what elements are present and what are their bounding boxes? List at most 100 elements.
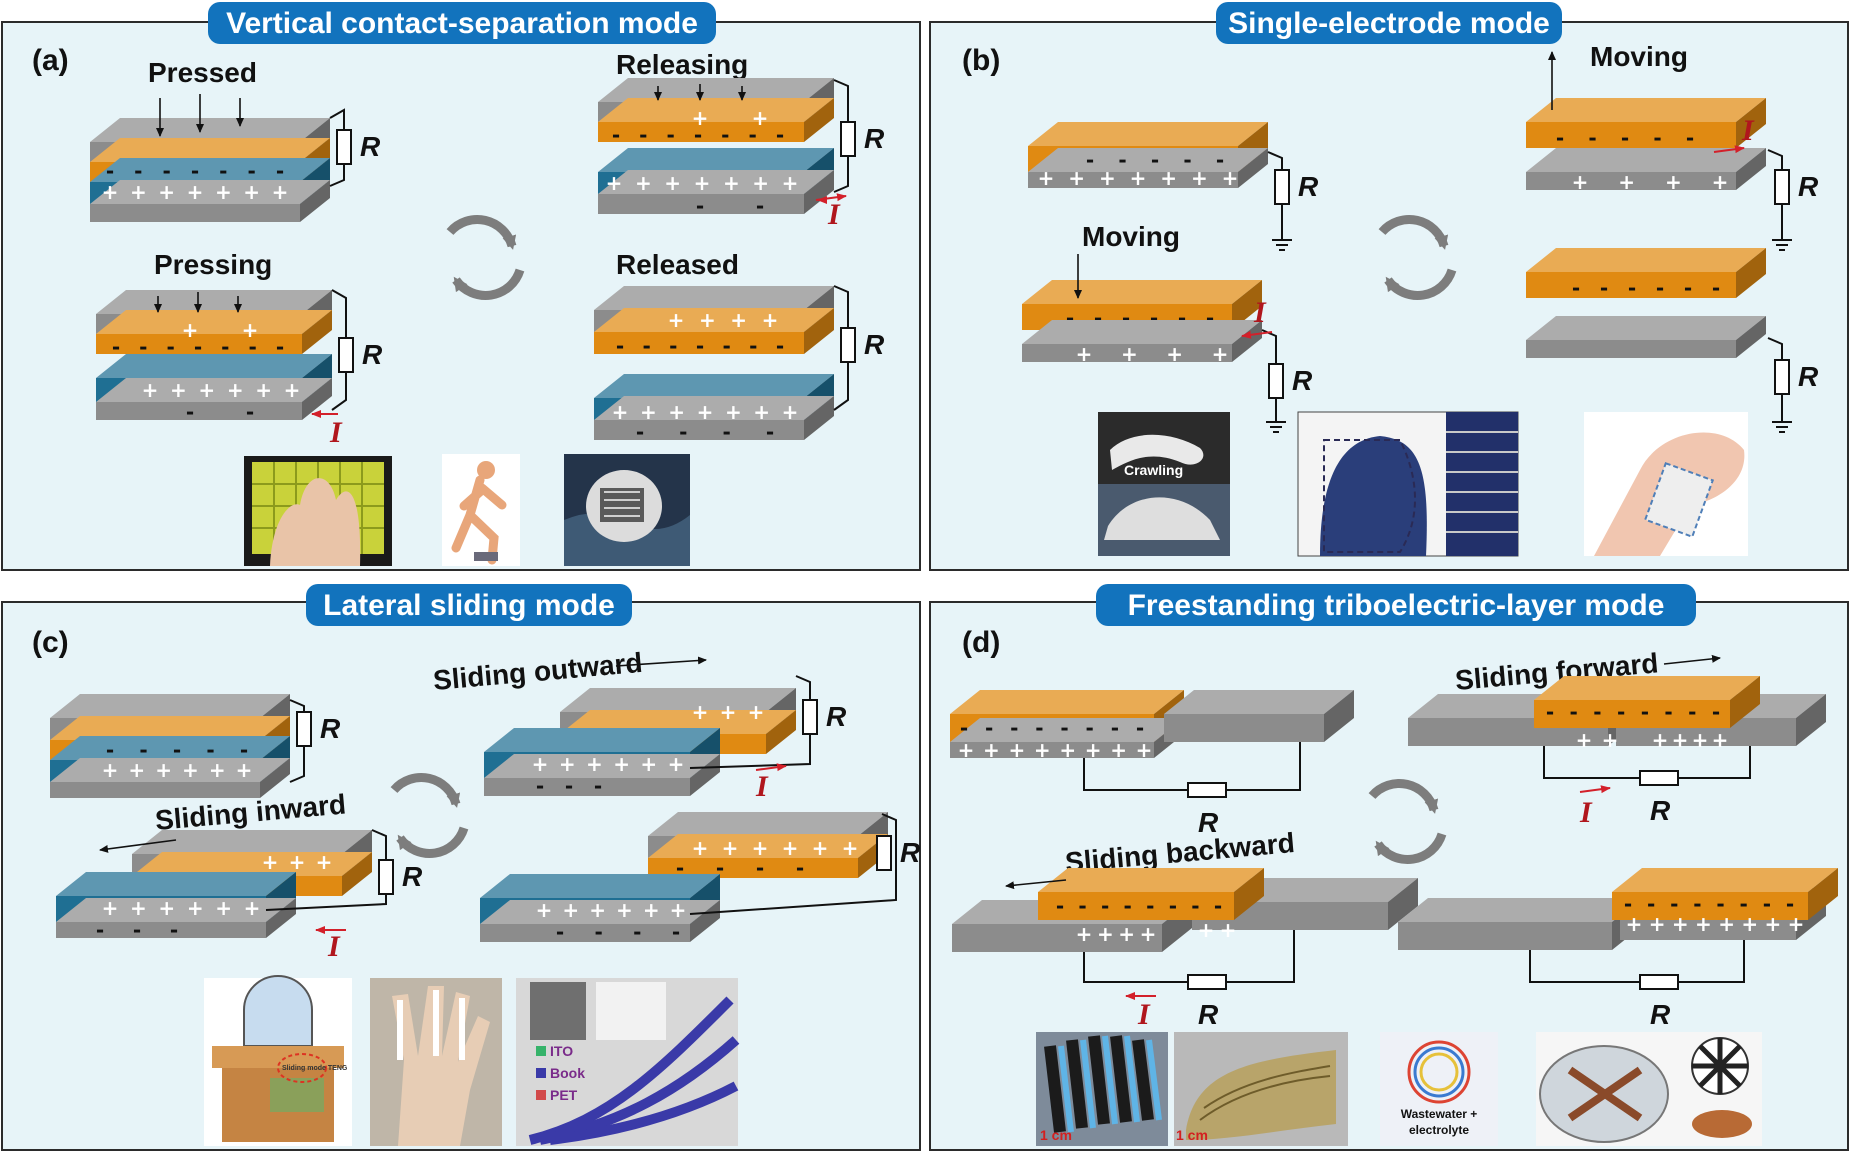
svg-text:-: - xyxy=(1111,716,1119,740)
svg-text:+: + xyxy=(559,752,576,776)
photo-keyboard xyxy=(244,456,392,566)
svg-text:-: - xyxy=(1716,892,1724,916)
svg-text:-: - xyxy=(643,334,651,358)
svg-text:+: + xyxy=(1572,170,1589,194)
current-arrow xyxy=(1241,330,1273,339)
svg-text:-: - xyxy=(633,920,641,944)
svg-text:-: - xyxy=(756,856,764,880)
svg-text:-: - xyxy=(276,335,284,359)
released-top-film xyxy=(594,308,834,354)
svg-text:+: + xyxy=(1576,728,1593,752)
svg-text:+: + xyxy=(1136,738,1153,762)
resistor-icon xyxy=(876,835,892,871)
svg-text:+: + xyxy=(762,308,779,332)
svg-text:-: - xyxy=(594,774,602,798)
svg-text:+: + xyxy=(236,758,253,782)
c4-neg: ---- xyxy=(676,856,804,880)
resistor-icon xyxy=(802,699,818,735)
svg-text:+: + xyxy=(187,180,204,204)
svg-text:-: - xyxy=(1670,892,1678,916)
svg-text:+: + xyxy=(182,758,199,782)
svg-text:-: - xyxy=(1628,276,1636,300)
pressed-neg-charges: ------- xyxy=(106,159,284,183)
resistor-label: R xyxy=(1650,999,1671,1030)
d4-neg: -------- xyxy=(1624,892,1794,916)
panel-c-title: Lateral sliding mode xyxy=(323,589,615,622)
cycle-arrows-icon-b xyxy=(1378,215,1457,300)
resistor-icon xyxy=(378,859,394,895)
panel-d-letter: (d) xyxy=(962,626,1000,659)
svg-text:+: + xyxy=(130,896,147,920)
resistor-icon xyxy=(1774,169,1790,205)
svg-text:+: + xyxy=(692,700,709,724)
svg-text:+: + xyxy=(142,378,159,402)
svg-text:-: - xyxy=(1086,148,1094,172)
svg-text:-: - xyxy=(1593,700,1601,724)
svg-text:-: - xyxy=(1010,716,1018,740)
svg-text:+: + xyxy=(1602,728,1619,752)
current-label: I xyxy=(827,198,841,231)
b2-neg: ----- xyxy=(1556,126,1694,150)
resistor-label: R xyxy=(1292,365,1313,396)
resistor-label: R xyxy=(864,123,885,154)
svg-text:+: + xyxy=(1672,912,1689,936)
svg-text:+: + xyxy=(158,896,175,920)
electrolyte-label: electrolyte xyxy=(1409,1123,1469,1137)
panel-b-letter: (b) xyxy=(962,44,1000,77)
svg-text:+: + xyxy=(694,171,711,195)
svg-text:+: + xyxy=(316,850,333,874)
svg-text:-: - xyxy=(749,334,757,358)
svg-text:+: + xyxy=(102,180,119,204)
svg-text:+: + xyxy=(1198,918,1215,942)
d1-right-electrode xyxy=(1164,690,1354,742)
svg-text:-: - xyxy=(1183,148,1191,172)
svg-text:+: + xyxy=(215,896,232,920)
resistor-label: R xyxy=(1198,999,1219,1030)
svg-text:+: + xyxy=(697,400,714,424)
svg-text:-: - xyxy=(112,335,120,359)
photo-crawling-robot: Crawling xyxy=(1098,412,1230,556)
c1-neg: ----- xyxy=(106,738,248,762)
svg-text:+: + xyxy=(606,171,623,195)
svg-text:+: + xyxy=(812,836,829,860)
svg-text:-: - xyxy=(595,920,603,944)
svg-text:+: + xyxy=(692,106,709,130)
state-released: Released xyxy=(616,249,739,280)
svg-text:-: - xyxy=(1094,306,1102,330)
svg-text:+: + xyxy=(130,180,147,204)
c3-pos: ++++++ xyxy=(102,896,261,920)
svg-text:+: + xyxy=(255,378,272,402)
svg-text:+: + xyxy=(1220,918,1237,942)
svg-text:+: + xyxy=(782,400,799,424)
svg-text:-: - xyxy=(639,123,647,147)
circuit-wire xyxy=(689,813,897,915)
svg-text:+: + xyxy=(243,180,260,204)
block-layer: -------+++++++++-------+++++++--++------… xyxy=(50,78,1838,952)
svg-text:-: - xyxy=(1214,894,1222,918)
svg-text:+: + xyxy=(1222,166,1239,190)
svg-text:+: + xyxy=(1626,912,1643,936)
dresser-teng-text: Sliding mode TENG xyxy=(282,1065,348,1072)
svg-text:+: + xyxy=(1212,342,1229,366)
resistor-label: R xyxy=(320,713,341,744)
title-pill-d xyxy=(1096,584,1696,626)
legend-book: Book xyxy=(550,1065,585,1081)
photo-runner xyxy=(442,454,520,566)
state-releasing: Releasing xyxy=(616,49,748,80)
svg-text:+: + xyxy=(748,700,765,724)
svg-text:-: - xyxy=(1572,276,1580,300)
wastewater-label: Wastewater + xyxy=(1401,1107,1478,1121)
pressing-bottom-electrode xyxy=(96,378,332,420)
svg-text:+: + xyxy=(720,700,737,724)
svg-text:+: + xyxy=(958,738,975,762)
svg-text:+: + xyxy=(640,752,657,776)
svg-text:+: + xyxy=(1085,738,1102,762)
motion-arrow xyxy=(1663,654,1721,665)
resistor-icon xyxy=(1639,770,1679,786)
svg-text:+: + xyxy=(1741,912,1758,936)
current-label: I xyxy=(755,770,769,803)
b1-pos: +++++++ xyxy=(1038,166,1239,190)
svg-text:-: - xyxy=(672,920,680,944)
svg-text:-: - xyxy=(679,420,687,444)
